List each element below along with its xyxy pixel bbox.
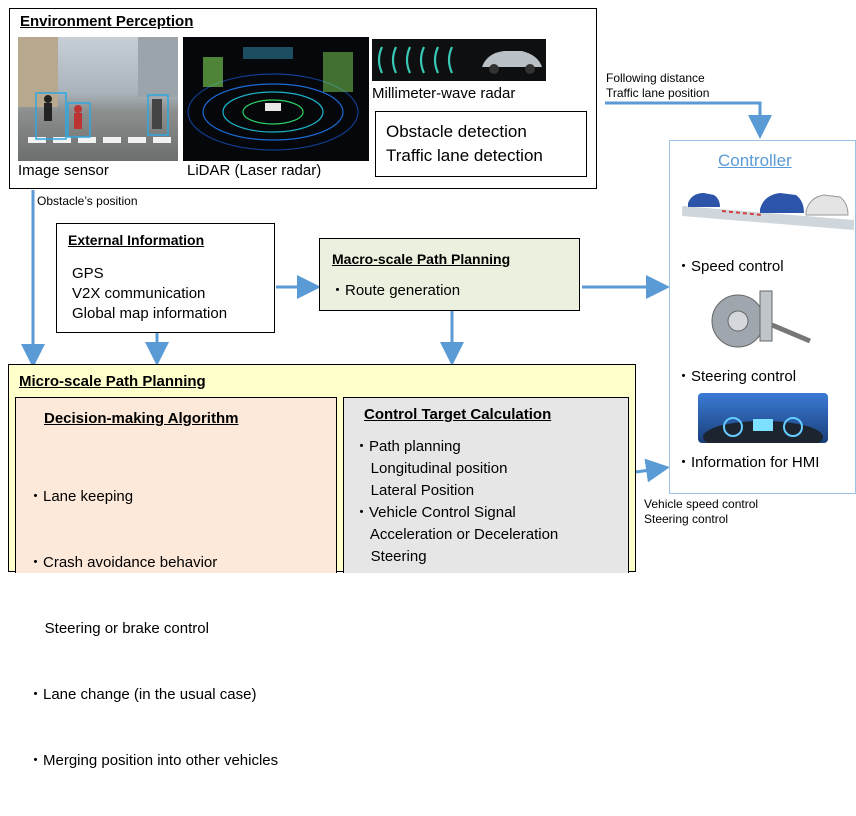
following-distance-note: Following distance Traffic lane position [606,71,709,101]
external-information-title: External Information [68,232,205,248]
detection-box: Obstacle detection Traffic lane detectio… [375,111,587,177]
control-target-item: Steering [354,548,427,565]
lidar-picture [183,37,369,161]
controller-title: Controller [718,151,792,170]
control-target-item: ・Vehicle Control Signal [354,504,516,521]
control-target-title: Control Target Calculation [364,406,552,423]
vehicle-control-note: Vehicle speed control Steering control [644,497,758,527]
note-line: Vehicle speed control [644,497,759,511]
control-target-list: ・Path planning Longitudinal position Lat… [354,436,558,568]
external-item: Global map information [72,305,228,322]
image-sensor-picture [18,37,178,161]
decision-item: ・Lane change (in the usual case) [28,686,257,703]
decision-item: Steering or brake control [28,620,209,637]
control-target-box: Control Target Calculation ・Path plannin… [343,397,629,573]
micro-planning-box: Micro-scale Path Planning Decision-makin… [8,364,636,769]
decision-algorithm-title: Decision-making Algorithm [44,410,239,427]
external-information-box: External Information GPS V2X communicati… [56,223,275,333]
flow-arrows [21,101,772,483]
decision-algorithm-list: ・Lane keeping ・Crash avoidance behavior … [28,442,278,816]
control-target-item: Longitudinal position [354,460,508,477]
control-target-item: Lateral Position [354,482,475,499]
dashboard-picture [698,393,828,443]
control-target-item: Acceleration or Deceleration [354,526,559,543]
macro-planning-title: Macro-scale Path Planning [332,251,511,267]
note-line: Traffic lane position [606,86,710,100]
note-line: Steering control [644,512,729,526]
environment-perception-title: Environment Perception [20,13,194,30]
micro-planning-title: Micro-scale Path Planning [19,373,206,390]
route-generation-item: ・Route generation [330,282,461,299]
arrow-micro-to-controller [635,458,670,483]
decision-algorithm-box: Decision-making Algorithm ・Lane keeping … [15,397,337,769]
lidar-label: LiDAR (Laser radar) [187,162,322,179]
controller-box: Controller ・Speed control ・Steering cont… [669,140,856,494]
radar-picture [372,39,546,81]
environment-perception-box: Environment Perception Image sensor [9,8,597,189]
decision-item: ・Crash avoidance behavior [28,554,218,571]
controller-item-speed: ・Speed control [676,258,784,275]
image-sensor-label: Image sensor [18,162,109,179]
controller-item-steering: ・Steering control [676,368,797,385]
detection-item: Traffic lane detection [386,146,543,165]
external-item: V2X communication [72,285,206,302]
decision-item: ・Lane keeping [28,488,134,505]
detection-list: Obstacle detection Traffic lane detectio… [386,120,543,168]
control-target-item: ・Path planning [354,438,461,455]
decision-item: ・Merging position into other vehicles [28,752,279,769]
arrow-env-to-controller [605,101,772,139]
traffic-picture [682,181,854,231]
controller-item-hmi: ・Information for HMI [676,454,820,471]
obstacle-position-note: Obstacle’s position [37,194,138,208]
macro-planning-box: Macro-scale Path Planning ・Route generat… [319,238,580,311]
suspension-picture [698,281,818,357]
note-line: Following distance [606,71,705,85]
external-information-list: GPS V2X communication Global map informa… [72,264,227,324]
radar-label: Millimeter-wave radar [372,85,516,102]
external-item: GPS [72,265,104,282]
detection-item: Obstacle detection [386,122,527,141]
